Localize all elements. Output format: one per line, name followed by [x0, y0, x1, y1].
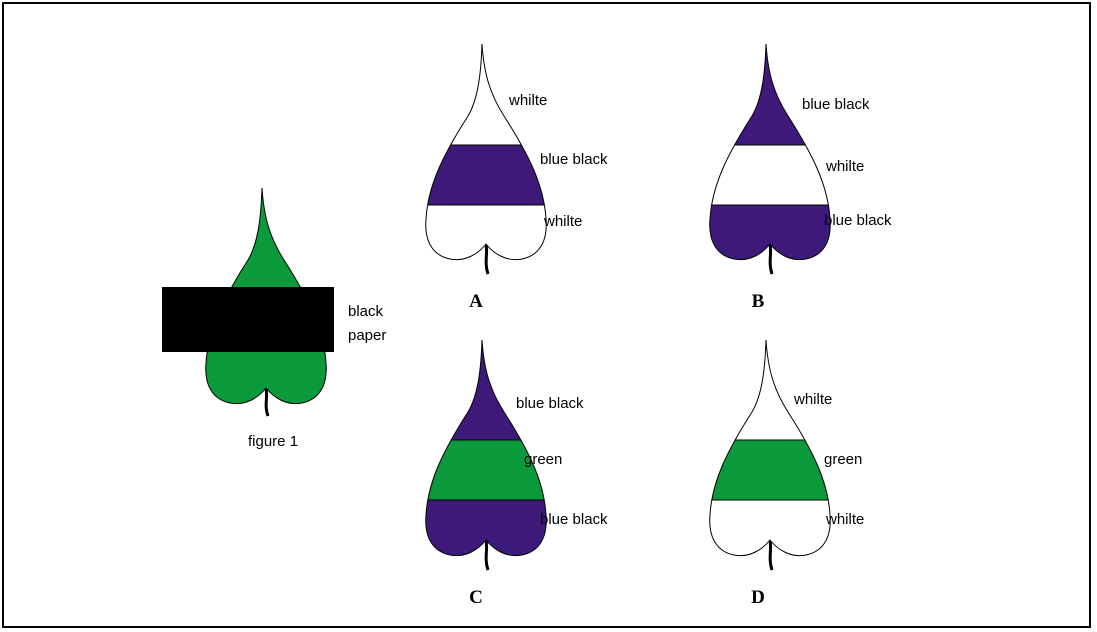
- leaf-stem: [484, 243, 490, 275]
- leaf-band-2: [709, 145, 831, 205]
- black-paper-label-line2: paper: [348, 327, 386, 344]
- band-label: blue black: [540, 151, 608, 168]
- figure1-caption: figure 1: [248, 433, 298, 450]
- figure1-stem: [264, 387, 270, 417]
- leaf-band-2: [425, 440, 547, 500]
- leaf-stem: [484, 539, 490, 571]
- band-label: blue black: [540, 511, 608, 528]
- black-paper: [162, 287, 334, 352]
- leaf-band-3: [425, 205, 547, 260]
- leaf-band-3: [425, 500, 547, 556]
- band-label: whilte: [508, 92, 547, 109]
- band-label: green: [524, 451, 562, 468]
- leaf-band-2: [425, 145, 547, 205]
- leaf-band-1: [709, 44, 831, 145]
- leaf-band-1: [425, 340, 547, 440]
- option-letter: D: [751, 587, 765, 608]
- band-label: whilte: [825, 158, 864, 175]
- band-label: blue black: [824, 212, 892, 229]
- option-letter: B: [752, 291, 765, 312]
- band-label: whilte: [793, 391, 832, 408]
- band-label: blue black: [802, 96, 870, 113]
- figure1-leaf: [205, 187, 327, 417]
- option-letter: A: [469, 291, 483, 312]
- band-label: whilte: [825, 511, 864, 528]
- leaf-band-2: [709, 440, 831, 500]
- leaf-stem: [768, 539, 774, 571]
- leaf-stem: [768, 243, 774, 275]
- leaf-band-1: [709, 340, 831, 440]
- leaf-band-3: [709, 500, 831, 556]
- band-label: green: [824, 451, 862, 468]
- band-label: blue black: [516, 395, 584, 412]
- black-paper-label-line1: black: [348, 303, 384, 320]
- option-letter: C: [469, 587, 483, 608]
- leaf-band-3: [709, 205, 831, 260]
- band-label: whilte: [543, 213, 582, 230]
